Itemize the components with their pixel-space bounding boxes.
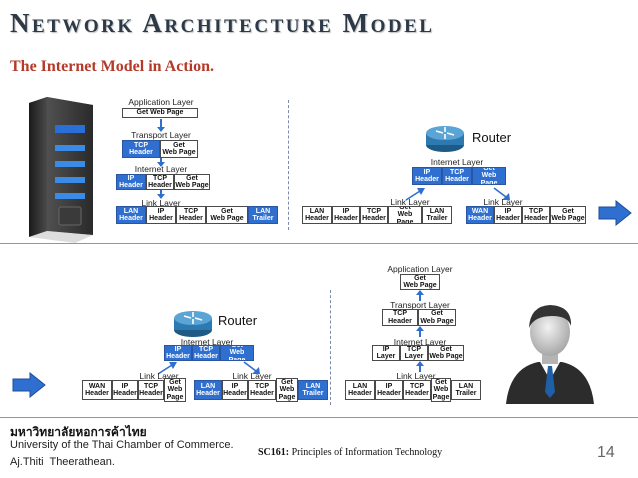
page-subtitle: The Internet Model in Action.	[10, 58, 214, 75]
arrow-right-icon	[598, 200, 632, 226]
application-layer-label: Application Layer	[128, 97, 194, 107]
tcp-header-block: TCP Header	[403, 380, 431, 400]
tcp-header-block: TCP Header	[192, 345, 220, 361]
get-web-page-block: Get Web Page	[418, 309, 456, 326]
get-web-page-block: Get Web Page	[206, 206, 248, 224]
arrow-down-icon	[157, 119, 165, 132]
get-web-page-block: Get Web Page	[164, 378, 186, 402]
transport-layer-label: Transport Layer	[131, 130, 191, 140]
tcp-layer-block: TCP Layer	[400, 345, 428, 361]
ip-header-block: IP Header	[222, 380, 248, 400]
link-layer-label: Link Layer	[390, 197, 430, 207]
tcp-header-block: TCP Header	[522, 206, 550, 224]
wan-header-block: WAN Header	[466, 206, 494, 224]
ip-header-block: IP Header	[146, 206, 176, 224]
lan-trailer-block: LAN Trailer	[422, 206, 452, 224]
get-web-page-block: Get Web Page	[388, 206, 422, 224]
tcp-header-block: TCP Header	[248, 380, 276, 400]
link-layer-label: Link Layer	[483, 197, 523, 207]
get-web-page-block: Get Web Page	[550, 206, 586, 224]
course-name: Principles of Information Technology	[291, 447, 443, 458]
arrow-down-icon	[493, 187, 510, 200]
user-icon	[506, 305, 594, 404]
ip-header-block: IP Header	[412, 167, 442, 185]
ip-header-block: IP Header	[494, 206, 522, 224]
footer-university-thai: มหาวิทยาลัยหอการค้าไทย	[10, 425, 147, 439]
arrow-down-icon	[157, 190, 165, 199]
lan-trailer-block: LAN Trailer	[298, 380, 328, 400]
ip-header-block: IP Header	[375, 380, 403, 400]
arrow-up-icon	[157, 362, 177, 375]
top-divider-dashed	[288, 100, 289, 230]
arrow-down-icon	[243, 361, 260, 374]
footer-university-name: University of the Thai Chamber of Commer…	[10, 439, 234, 451]
arrow-down-icon	[157, 158, 165, 167]
tcp-header-block: TCP Header	[442, 167, 472, 185]
internet-layer-label: Internet Layer	[430, 157, 484, 167]
page-title: Network Architecture Model	[10, 8, 435, 38]
arrow-up-icon	[416, 326, 424, 337]
course-code: SC161:	[258, 447, 290, 458]
internet-layer-label: Internet Layer	[134, 164, 188, 174]
get-web-page-block: Get Web Page	[472, 167, 506, 185]
application-layer-label: Application Layer	[387, 264, 453, 274]
footer-author: Aj.Thiti Theerathean.	[10, 456, 115, 468]
router-icon	[174, 311, 212, 337]
ip-header-block: IP Header	[116, 174, 146, 190]
link-layer-label: Link Layer	[232, 371, 272, 381]
tcp-header-block: TCP Header	[146, 174, 174, 190]
tcp-header-block: TCP Header	[360, 206, 388, 224]
tcp-header-block: TCP Header	[122, 140, 160, 158]
get-web-page-block: Get Web Page	[122, 108, 198, 118]
footer-divider	[0, 417, 638, 418]
lan-header-block: LAN Header	[302, 206, 332, 224]
lan-header-block: LAN Header	[345, 380, 375, 400]
get-web-page-block: Get Web Page	[160, 140, 198, 158]
get-web-page-block: Get Web Page	[220, 345, 254, 361]
get-web-page-block: Get Web Page	[174, 174, 210, 190]
get-web-page-block: Get Web Page	[400, 274, 440, 290]
ip-header-block: IP Header	[112, 380, 138, 400]
internet-layer-label: Internet Layer	[393, 337, 447, 347]
section-divider	[0, 243, 638, 244]
router-label: Router	[218, 313, 258, 328]
ip-header-block: IP Header	[332, 206, 360, 224]
lan-header-block: LAN Header	[194, 380, 222, 400]
internet-layer-label: Internet Layer	[180, 337, 234, 347]
server-icon	[29, 97, 93, 243]
get-web-page-block: Get Web Page	[431, 378, 451, 402]
course-title: SC161: Principles of Information Technol…	[258, 447, 442, 458]
lan-trailer-block: LAN Trailer	[451, 380, 481, 400]
transport-layer-label: Transport Layer	[390, 300, 450, 310]
ip-header-block: IP Header	[164, 345, 192, 361]
arrow-right-icon	[12, 372, 46, 398]
router-icon	[426, 126, 464, 152]
link-layer-label: Link Layer	[139, 371, 179, 381]
lan-trailer-block: LAN Trailer	[248, 206, 278, 224]
link-layer-label: Link Layer	[396, 371, 436, 381]
router-label: Router	[472, 130, 512, 145]
tcp-header-block: TCP Header	[138, 380, 164, 400]
tcp-header-block: TCP Header	[382, 309, 418, 326]
arrow-up-icon	[416, 290, 424, 301]
ip-layer-block: IP Layer	[372, 345, 400, 361]
link-layer-label: Link Layer	[141, 198, 181, 208]
lan-header-block: LAN Header	[116, 206, 146, 224]
wan-header-block: WAN Header	[82, 380, 112, 400]
page-number: 14	[597, 444, 615, 461]
arrow-up-icon	[416, 361, 424, 372]
arrow-up-icon	[405, 188, 425, 201]
get-web-page-block: Get Web Page	[428, 345, 464, 361]
bottom-divider-dashed	[330, 290, 331, 405]
tcp-header-block: TCP Header	[176, 206, 206, 224]
get-web-page-block: Get Web Page	[276, 378, 298, 402]
